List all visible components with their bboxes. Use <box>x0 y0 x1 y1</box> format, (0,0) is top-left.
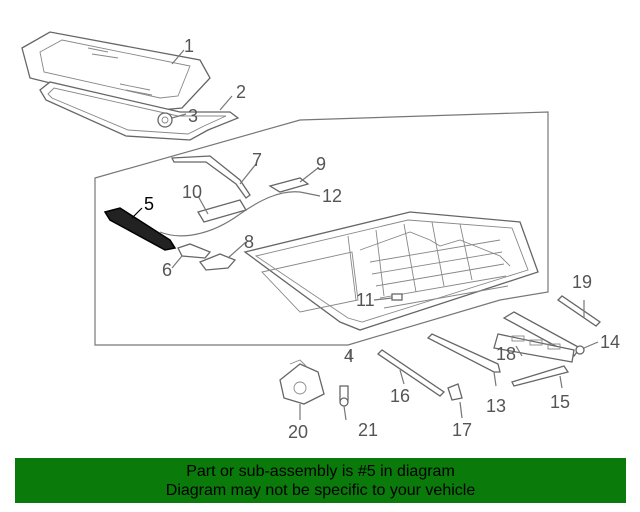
callout-2: 2 <box>236 82 246 102</box>
info-banner: Part or sub-assembly is #5 in diagram Di… <box>15 458 626 503</box>
callout-10: 10 <box>182 182 202 202</box>
callout-16: 16 <box>390 386 410 406</box>
callout-11: 11 <box>356 290 375 310</box>
callout-labels: 1 2 3 4 5 6 7 8 9 10 11 12 13 14 15 16 1… <box>144 36 620 442</box>
banner-line-1: Part or sub-assembly is #5 in diagram <box>186 463 455 480</box>
parts-diagram: 1 2 3 4 5 6 7 8 9 10 11 12 13 14 15 16 1… <box>21 31 620 442</box>
bracket-part-9[interactable] <box>268 177 310 193</box>
banner-line-2: Diagram may not be specific to your vehi… <box>165 482 476 499</box>
knob-part-3[interactable] <box>157 112 173 128</box>
roof-outline <box>94 111 549 346</box>
callout-7: 7 <box>252 150 262 170</box>
deflector-part-18[interactable] <box>493 311 581 363</box>
pin-part-21[interactable] <box>339 385 349 407</box>
cable-rail-part-7[interactable] <box>170 155 251 199</box>
strip-part-16[interactable] <box>376 349 446 397</box>
callout-1: 1 <box>184 36 194 56</box>
callout-8: 8 <box>244 232 254 252</box>
frame-seal-part-2[interactable] <box>39 81 240 141</box>
bracket-part-8[interactable] <box>198 253 237 271</box>
callout-20: 20 <box>288 422 308 442</box>
motor-part-20[interactable] <box>279 359 325 405</box>
callout-3: 3 <box>188 106 198 126</box>
bracket-part-10[interactable] <box>197 199 247 223</box>
clip-part-14[interactable] <box>575 345 585 355</box>
strip-part-19[interactable] <box>556 295 602 327</box>
rail-part-5-highlighted[interactable] <box>103 207 177 251</box>
strip-part-15[interactable] <box>511 365 570 387</box>
callout-4: 4 <box>344 346 354 366</box>
callout-15: 15 <box>550 392 570 412</box>
callout-6: 6 <box>162 260 172 280</box>
clip-part-17[interactable] <box>447 383 463 401</box>
callout-13: 13 <box>486 396 506 416</box>
callout-18: 18 <box>496 344 516 364</box>
cable-part-12[interactable] <box>159 191 301 237</box>
callout-17: 17 <box>452 420 472 440</box>
clip-part-11[interactable] <box>391 293 403 301</box>
callout-21: 21 <box>358 420 378 440</box>
strip-part-13[interactable] <box>426 333 501 373</box>
callout-14: 14 <box>600 332 620 352</box>
leader-lines <box>131 49 599 421</box>
callout-9: 9 <box>316 154 326 174</box>
callout-12: 12 <box>322 186 342 206</box>
callout-5: 5 <box>144 194 154 214</box>
callout-19: 19 <box>572 272 592 292</box>
sunroof-frame-assembly[interactable] <box>243 211 539 331</box>
guide-part-6[interactable] <box>177 243 212 259</box>
